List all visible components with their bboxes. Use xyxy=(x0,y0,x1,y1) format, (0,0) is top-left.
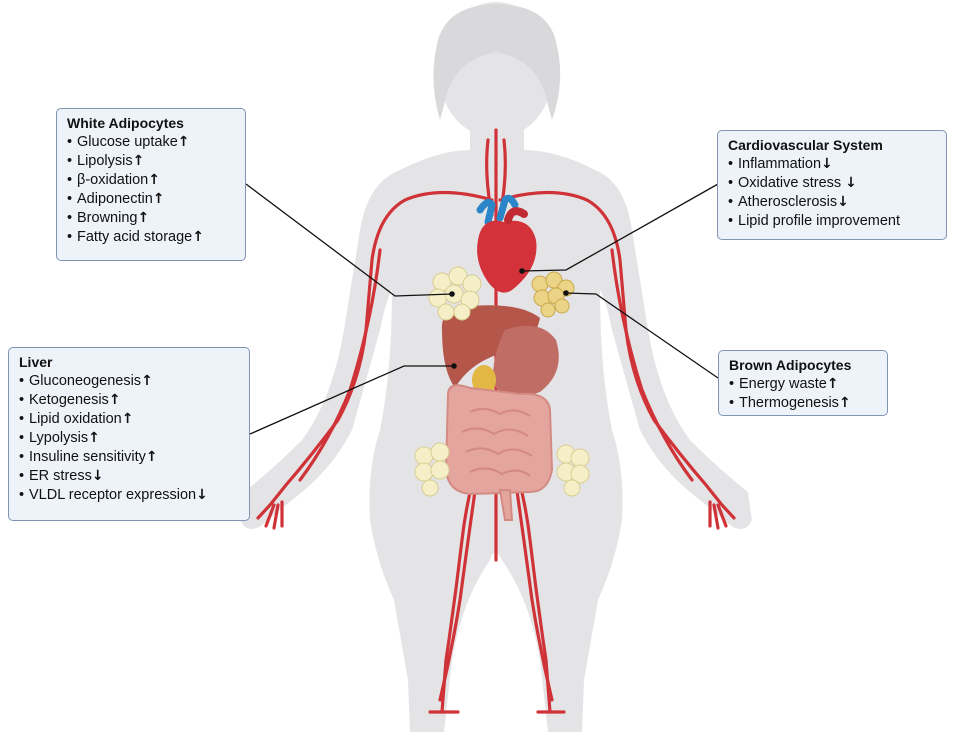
arrow-up-icon: ↑ xyxy=(132,153,145,169)
list-item: •Glucose uptake↑ xyxy=(67,134,190,150)
arrow-up-icon: ↑ xyxy=(838,395,851,411)
arrow-up-icon: ↑ xyxy=(192,229,204,245)
list-item: •Ketogenesis↑ xyxy=(19,392,121,408)
connector-brown-adipocytes xyxy=(565,292,719,379)
liver-title: Liver xyxy=(19,354,53,370)
liver xyxy=(441,305,540,388)
intestines xyxy=(444,384,554,521)
connector-lines xyxy=(245,183,719,435)
arrow-up-icon: ↑ xyxy=(826,376,839,392)
white-fat-hip-left xyxy=(414,442,450,497)
arrow-up-icon: ↑ xyxy=(152,191,165,207)
arrow-down-icon: ↓ xyxy=(196,487,208,503)
arrow-down-icon: ↓ xyxy=(837,194,849,210)
arrow-up-icon: ↑ xyxy=(108,392,121,408)
list-item: •Lipolysis↑ xyxy=(67,153,145,169)
arrow-down-icon: ↓ xyxy=(91,468,104,484)
arrow-up-icon: ↑ xyxy=(141,373,153,389)
list-item: •Adiponectin↑ xyxy=(67,191,165,207)
list-item: •ER stress↓ xyxy=(19,468,104,484)
list-item: •Fatty acid storage↑ xyxy=(67,229,204,245)
brown-fat xyxy=(531,271,575,318)
arrow-up-icon: ↑ xyxy=(121,411,134,427)
list-item: •VLDL receptor expression↓ xyxy=(19,487,208,503)
list-item: •Inflammation↓ xyxy=(728,156,833,172)
white-adipocytes-box: White Adipocytes •Glucose uptake↑ •Lipol… xyxy=(56,108,246,261)
arrow-up-icon: ↑ xyxy=(88,430,100,446)
heart xyxy=(476,194,537,293)
list-item: •β-oxidation↑ xyxy=(67,172,160,188)
list-item: •Lipid profile improvement xyxy=(728,213,900,229)
brown-adipocytes-title: Brown Adipocytes xyxy=(729,357,852,373)
gallbladder xyxy=(472,365,496,395)
connector-white-adipocytes xyxy=(245,183,453,297)
list-item: •Gluconeogenesis↑ xyxy=(19,373,153,389)
arrow-up-icon: ↑ xyxy=(177,134,190,150)
list-item: •Browning↑ xyxy=(67,210,150,226)
liver-box: Liver •Gluconeogenesis↑ •Ketogenesis↑ •L… xyxy=(8,347,250,521)
arrow-down-icon: ↓ xyxy=(845,175,857,191)
list-item: •Thermogenesis↑ xyxy=(729,395,851,411)
arrow-up-icon: ↑ xyxy=(148,172,160,188)
list-item: •Energy waste↑ xyxy=(729,376,839,392)
connector-cardiovascular xyxy=(521,183,719,272)
cardiovascular-system-title: Cardiovascular System xyxy=(728,137,883,153)
arrow-up-icon: ↑ xyxy=(137,210,150,226)
list-item: •Insuline sensitivity↑ xyxy=(19,449,158,465)
stomach xyxy=(493,325,559,397)
white-fat-hip-right xyxy=(556,444,590,497)
white-adipocytes-title: White Adipocytes xyxy=(67,115,184,131)
list-item: •Lipid oxidation↑ xyxy=(19,411,134,427)
brown-adipocytes-box: Brown Adipocytes •Energy waste↑ •Thermog… xyxy=(718,350,888,416)
connector-dots xyxy=(449,268,569,369)
connector-liver xyxy=(249,365,454,435)
list-item: •Oxidative stress ↓ xyxy=(728,175,857,191)
list-item: •Atherosclerosis↓ xyxy=(728,194,849,210)
arrow-down-icon: ↓ xyxy=(821,156,833,172)
cardiovascular-system-box: Cardiovascular System •Inflammation↓ •Ox… xyxy=(717,130,947,240)
list-item: •Lypolysis↑ xyxy=(19,430,100,446)
arrow-up-icon: ↑ xyxy=(145,449,158,465)
